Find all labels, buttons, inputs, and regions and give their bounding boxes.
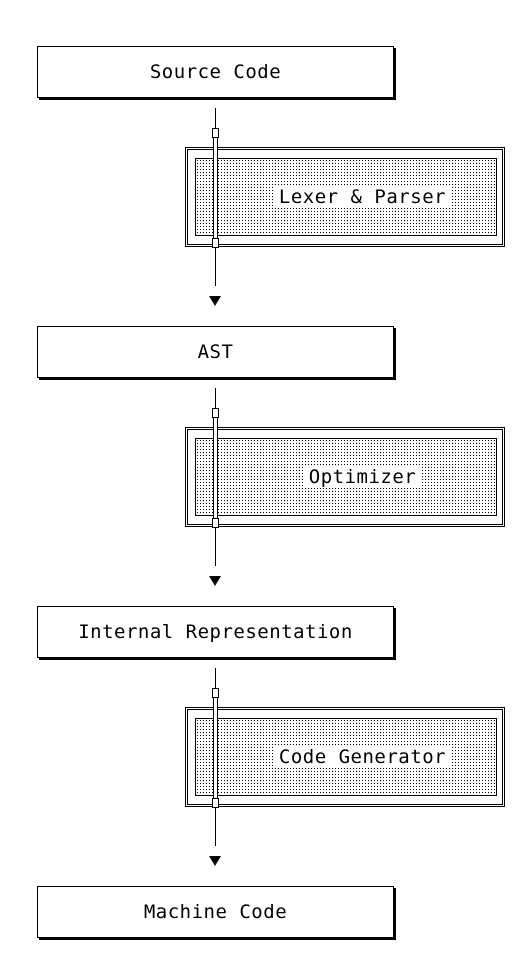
connector-line bbox=[215, 248, 216, 286]
connector-cap bbox=[212, 688, 219, 698]
connector-line bbox=[215, 528, 216, 566]
process-label: Code Generator bbox=[274, 746, 451, 768]
node-source-code: Source Code bbox=[37, 46, 394, 98]
connector-line bbox=[215, 388, 216, 408]
connector-cap bbox=[212, 408, 219, 418]
connector-line bbox=[215, 808, 216, 846]
arrow-down-icon bbox=[209, 856, 221, 866]
connector-channel bbox=[213, 698, 218, 798]
connector-line bbox=[215, 108, 216, 128]
process-code-generator: Code Generator bbox=[185, 707, 505, 807]
process-label: Lexer & Parser bbox=[274, 186, 451, 208]
process-optimizer: Optimizer bbox=[185, 427, 505, 527]
connector-channel bbox=[213, 138, 218, 238]
node-label: AST bbox=[197, 341, 234, 363]
connector-line bbox=[215, 668, 216, 688]
node-internal-representation: Internal Representation bbox=[37, 606, 394, 658]
process-lexer-parser: Lexer & Parser bbox=[185, 147, 505, 247]
node-label: Source Code bbox=[149, 61, 282, 83]
connector-cap bbox=[212, 798, 219, 808]
node-machine-code: Machine Code bbox=[37, 886, 394, 938]
arrow-down-icon bbox=[209, 296, 221, 306]
connector-cap bbox=[212, 518, 219, 528]
arrow-down-icon bbox=[209, 576, 221, 586]
connector-channel bbox=[213, 418, 218, 518]
node-ast: AST bbox=[37, 326, 394, 378]
connector-cap bbox=[212, 238, 219, 248]
node-label: Machine Code bbox=[143, 901, 288, 923]
connector-cap bbox=[212, 128, 219, 138]
node-label: Internal Representation bbox=[78, 621, 353, 643]
process-label: Optimizer bbox=[304, 466, 421, 488]
